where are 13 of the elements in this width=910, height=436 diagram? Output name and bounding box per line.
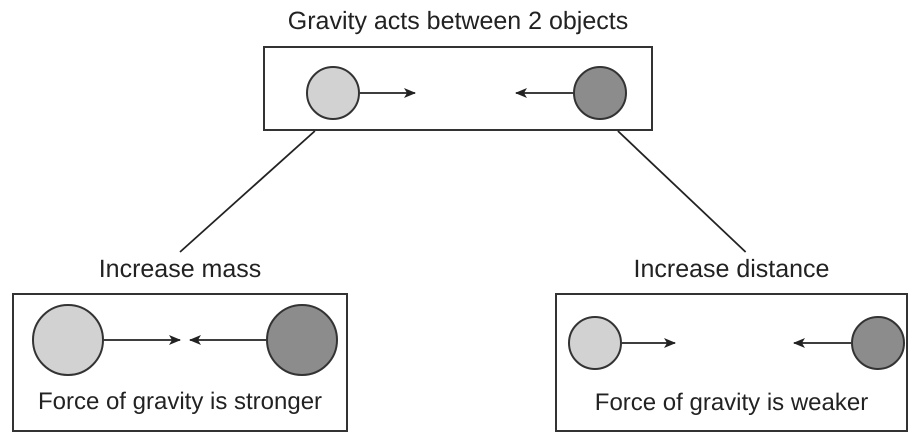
connector-line bbox=[617, 130, 746, 253]
force-arrow bbox=[793, 338, 851, 348]
panel-caption: Force of gravity is stronger bbox=[36, 387, 324, 417]
force-arrow bbox=[360, 88, 416, 98]
force-arrow bbox=[189, 335, 266, 345]
force-arrow bbox=[104, 335, 181, 345]
force-arrow bbox=[515, 88, 573, 98]
panel-heading: Increase mass bbox=[98, 254, 262, 285]
force-arrow bbox=[622, 338, 676, 348]
panel-heading: Increase distance bbox=[632, 254, 830, 285]
panel-heading: Gravity acts between 2 objects bbox=[286, 6, 630, 37]
panel-caption: Force of gravity is weaker bbox=[594, 388, 870, 418]
connector-line bbox=[179, 130, 316, 253]
